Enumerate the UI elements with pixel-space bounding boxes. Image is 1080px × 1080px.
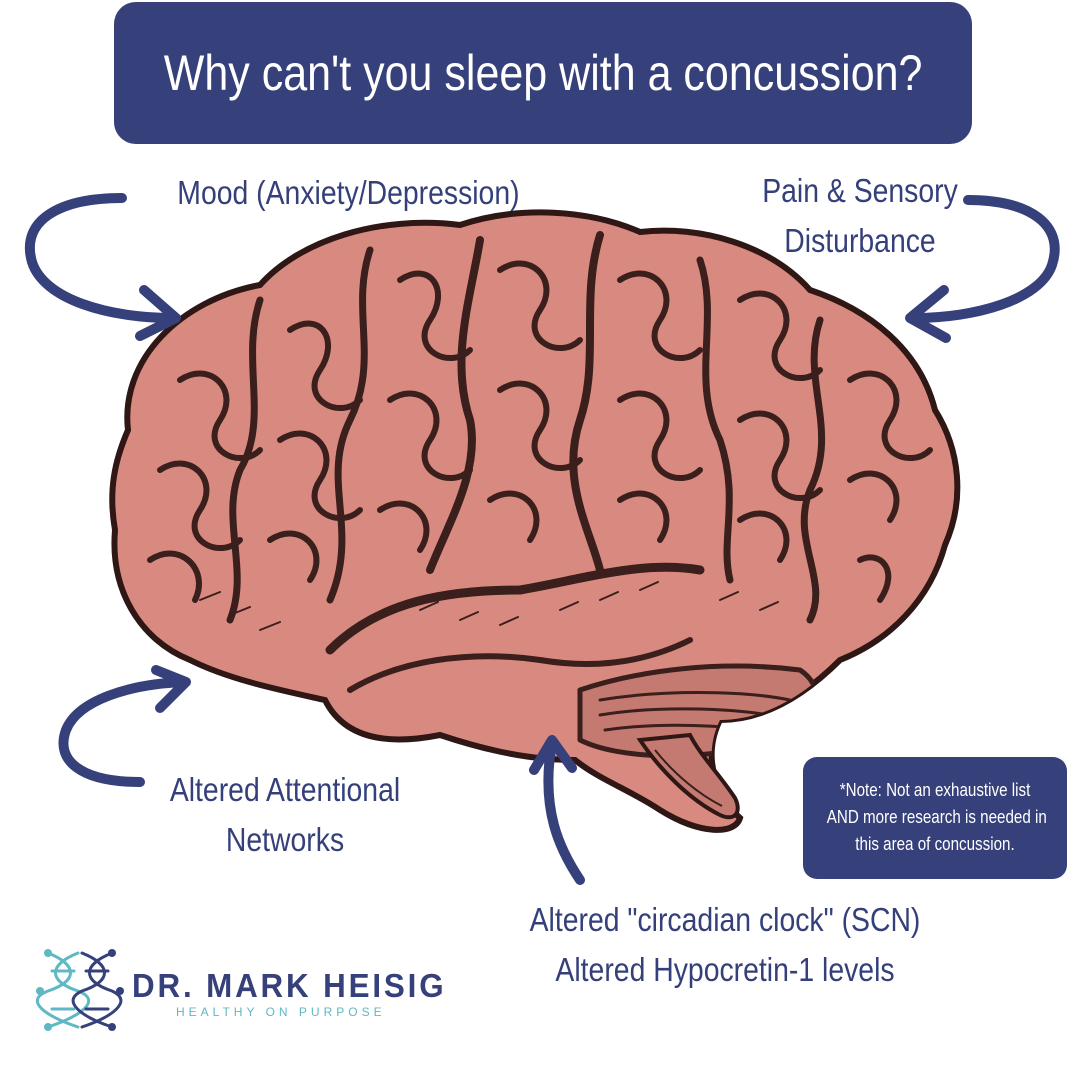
label-mood-text: Mood (Anxiety/Depression): [177, 174, 520, 211]
label-pain-line2: Disturbance: [784, 222, 936, 259]
page-title: Why can't you sleep with a concussion?: [163, 45, 923, 101]
note-line1: *Note: Not an exhaustive list: [839, 779, 1031, 800]
note-line3: this area of concussion.: [855, 833, 1015, 854]
label-mood: Mood (Anxiety/Depression): [177, 168, 520, 218]
label-pain-line1: Pain & Sensory: [762, 172, 958, 209]
label-attention-line1: Altered Attentional: [169, 771, 401, 808]
logo-name: DR. MARK HEISIG: [132, 967, 447, 1004]
logo-tagline: HEALTHY ON PURPOSE: [176, 1005, 386, 1019]
note-line2: AND more research is needed in: [826, 806, 1047, 827]
title-banner: Why can't you sleep with a concussion?: [114, 2, 972, 144]
label-circadian: Altered "circadian clock" (SCN) Altered …: [514, 895, 935, 995]
label-circadian-line1: Altered "circadian clock" (SCN): [529, 901, 921, 938]
dna-brain-logo-icon: [35, 949, 124, 1031]
brainstem: [636, 732, 740, 820]
note-box: *Note: Not an exhaustive list AND more r…: [803, 757, 1067, 879]
label-circadian-line2: Altered Hypocretin-1 levels: [555, 951, 895, 988]
label-pain: Pain & Sensory Disturbance: [748, 166, 972, 266]
logo: DR. MARK HEISIG HEALTHY ON PURPOSE: [30, 945, 470, 1035]
label-attention-line2: Networks: [225, 821, 345, 858]
label-attention: Altered Attentional Networks: [152, 765, 419, 865]
